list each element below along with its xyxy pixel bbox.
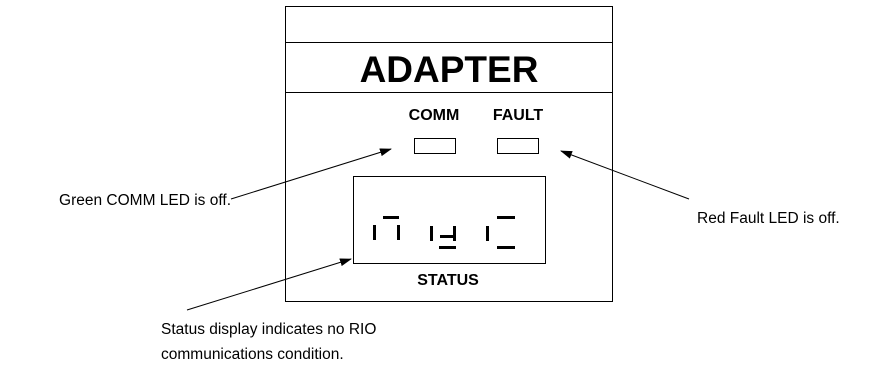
comm-led-indicator <box>414 138 456 154</box>
status-display-digit-o <box>430 226 456 249</box>
status-display-digit-n <box>373 216 400 240</box>
fault-led-indicator <box>497 138 539 154</box>
status-display-digit-c <box>486 216 515 249</box>
status-display-window <box>353 176 546 264</box>
fault-led-annotation: Red Fault LED is off. <box>697 210 840 227</box>
status-display-leader <box>186 258 352 311</box>
comm-led-label: COMM <box>409 107 460 124</box>
comm-led-leader <box>230 148 392 200</box>
module-title: ADAPTER <box>360 49 539 90</box>
status-label: STATUS <box>417 272 479 289</box>
comm-led-annotation: Green COMM LED is off. <box>59 192 231 209</box>
fault-led-leader <box>560 150 690 200</box>
status-display-annotation-line-2: communications condition. <box>161 346 344 363</box>
fault-led-label: FAULT <box>493 107 544 124</box>
status-display-annotation-line-1: Status display indicates no RIO <box>161 321 376 338</box>
